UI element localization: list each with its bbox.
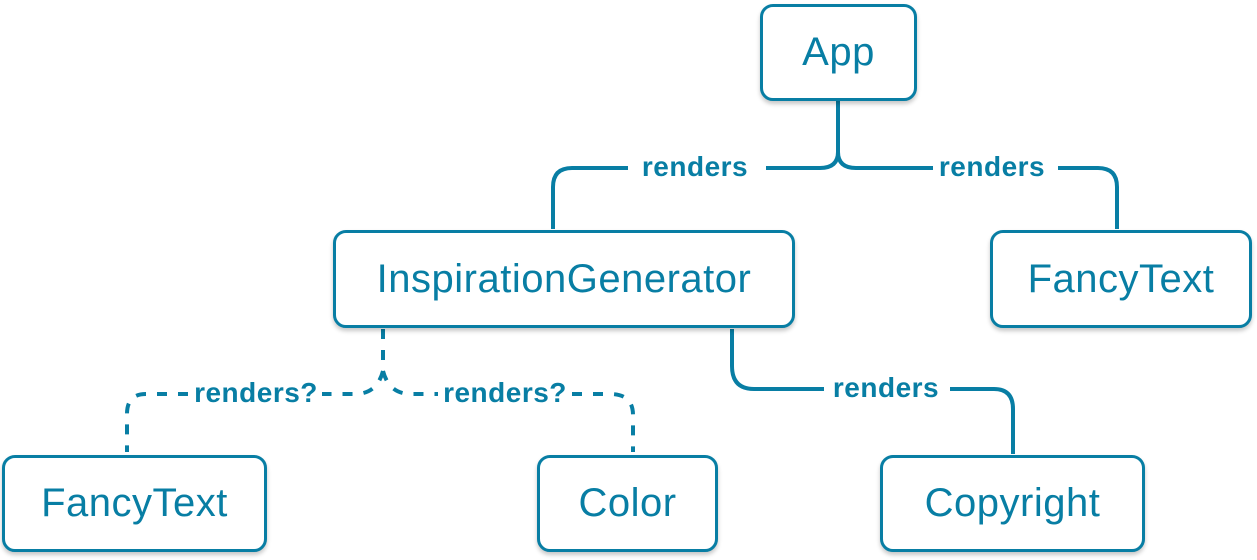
edge-line [950, 387, 1015, 454]
node-app-label: App [802, 30, 875, 74]
node-fancy-text-bottom: FancyText [2, 455, 267, 552]
edge-line [836, 101, 933, 170]
edge-line [551, 166, 628, 229]
node-fancy-text-bottom-label: FancyText [41, 481, 228, 525]
edge-line [1058, 166, 1119, 229]
edge-label-renders-copyright: renders [832, 372, 940, 403]
node-copyright-label: Copyright [924, 481, 1101, 525]
edge-line [572, 392, 635, 452]
node-fancy-text-right-label: FancyText [1027, 256, 1215, 301]
node-color: Color [537, 455, 718, 552]
node-fancy-text-right: FancyText [990, 230, 1252, 328]
edge-inspirationgenerator-to-fancytext-conditional [125, 329, 385, 452]
edge-inspirationgenerator-to-copyright [730, 329, 1015, 454]
edge-label-renders-left: renders [641, 151, 749, 182]
node-inspiration-generator: InspirationGenerator [333, 230, 795, 328]
edge-line [381, 370, 438, 396]
node-color-label: Color [578, 481, 677, 525]
node-copyright: Copyright [880, 455, 1145, 552]
edge-label-renders-conditional-right: renders? [443, 377, 567, 408]
node-app: App [760, 4, 917, 101]
edge-line [766, 101, 840, 170]
edge-label-renders-conditional-left: renders? [194, 377, 318, 408]
edge-app-to-fancytext [836, 101, 1119, 229]
edge-line [322, 370, 385, 396]
edge-inspirationgenerator-to-color-conditional [381, 370, 635, 452]
node-inspiration-generator-label: InspirationGenerator [376, 256, 752, 301]
edge-label-renders-right: renders [938, 151, 1046, 182]
edge-line [730, 329, 824, 391]
edge-line [125, 392, 188, 452]
